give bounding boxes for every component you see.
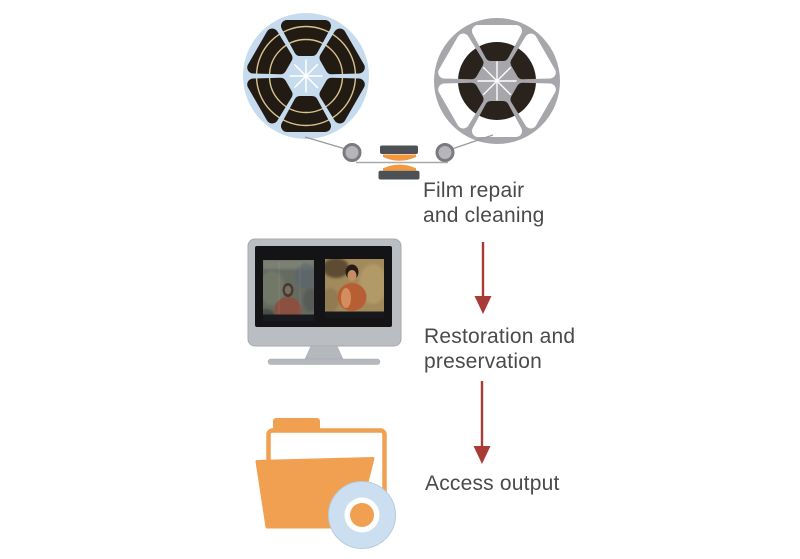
full-film-reel-icon bbox=[243, 13, 369, 139]
restored-frame bbox=[325, 259, 384, 318]
monitor-stand-base bbox=[267, 358, 381, 365]
splicer-top-bar bbox=[380, 145, 418, 154]
splicer-pad-top bbox=[383, 154, 416, 161]
step-label-film-repair: Film repair and cleaning bbox=[423, 179, 545, 227]
splicer-bottom-bar bbox=[378, 170, 420, 180]
reel-hub-asterisk-icon bbox=[477, 61, 517, 101]
disc-hub bbox=[350, 503, 374, 527]
film-path bbox=[304, 134, 494, 164]
reel-hub-asterisk-icon bbox=[289, 59, 323, 93]
splicer-cleaner-icon bbox=[378, 145, 420, 180]
arrow-film-repair-to-restoration bbox=[474, 242, 492, 314]
guide-roller-right-icon bbox=[435, 143, 455, 162]
folder-disc-icon bbox=[255, 418, 396, 549]
film-reels-splicer-icon bbox=[243, 13, 560, 180]
monitor-before-after-icon bbox=[247, 238, 402, 365]
film-strand-right bbox=[448, 134, 494, 151]
takeup-film-reel-icon bbox=[434, 18, 560, 144]
restored-figure-face bbox=[347, 270, 357, 281]
damaged-frame bbox=[263, 260, 314, 321]
step-label-restoration: Restoration and preservation bbox=[424, 325, 576, 373]
monitor-stand-neck bbox=[304, 345, 344, 360]
guide-roller-left-icon bbox=[342, 143, 362, 162]
step-label-access-output: Access output bbox=[425, 472, 560, 495]
splicer-pad-bottom bbox=[383, 164, 416, 171]
arrow-head-icon bbox=[474, 296, 492, 314]
film-strand-left bbox=[304, 136, 350, 151]
arrow-restoration-to-access bbox=[473, 381, 491, 464]
disc-icon bbox=[328, 481, 396, 549]
arrow-head-icon bbox=[473, 446, 491, 464]
